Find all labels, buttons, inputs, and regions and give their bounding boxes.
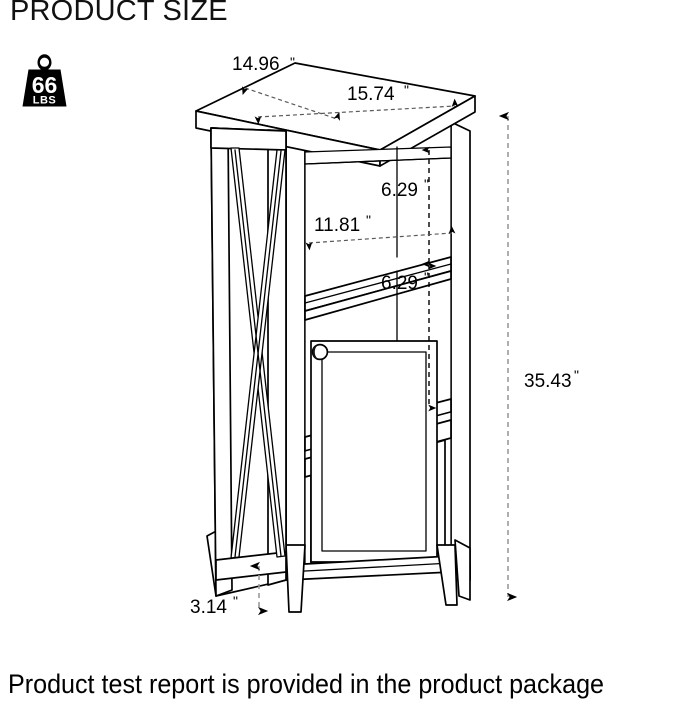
weight-unit: LBS: [33, 95, 57, 107]
dim-top-width-value: 15.74: [347, 84, 395, 105]
product-dimension-diagram: 14.96 " 15.74 " 6.29 " 6.29 " 11.81 " 35…: [190, 54, 579, 618]
dim-shelf-lower-value: 6.29: [381, 273, 418, 294]
dim-leg-clearance: 3.14 ": [190, 561, 269, 618]
door-front[interactable]: [310, 340, 438, 563]
shelf-middle: [304, 256, 452, 321]
cabinet-drawing: [195, 62, 476, 613]
dim-shelf-width-unit: ": [366, 212, 371, 228]
dim-shelf-lower: 6.29 ": [381, 260, 437, 412]
page-title: PRODUCT SIZE: [10, 0, 228, 27]
dim-top-depth-value: 14.96: [232, 54, 280, 75]
dim-shelf-width-value: 11.81: [314, 215, 360, 236]
footer-note: Product test report is provided in the p…: [8, 669, 605, 699]
dim-top-width-unit: ": [404, 82, 409, 98]
weight-icon: 66 LBS: [22, 54, 67, 107]
dim-leg-clearance-unit: ": [233, 593, 238, 609]
dim-shelf-upper-unit: ": [424, 176, 429, 192]
dim-shelf-lower-unit: ": [424, 269, 429, 285]
dim-top-depth-unit: ": [290, 54, 295, 70]
dim-shelf-upper: 6.29 ": [381, 146, 437, 270]
dim-leg-clearance-value: 3.14: [190, 597, 227, 618]
dim-shelf-width: 11.81 ": [305, 212, 456, 251]
dim-top-width: 15.74 ": [254, 82, 459, 125]
dim-total-height-unit: ": [574, 367, 579, 383]
dim-total-height: 35.43 ": [498, 111, 579, 602]
dim-shelf-upper-value: 6.29: [381, 180, 418, 201]
dim-total-height-value: 35.43: [524, 371, 572, 392]
weight-value: 66: [32, 72, 58, 98]
side-panel-x-brace: [210, 127, 287, 597]
